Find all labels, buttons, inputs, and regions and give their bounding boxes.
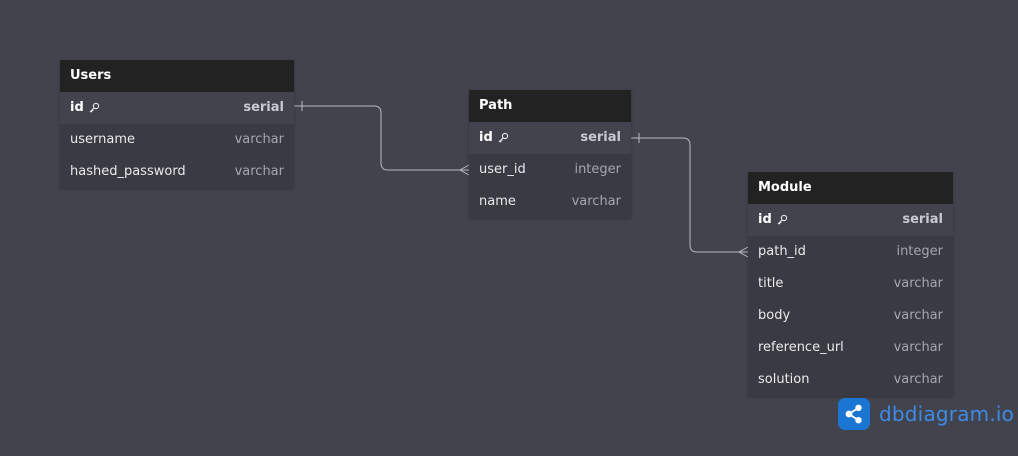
- column-type: varchar: [893, 372, 943, 387]
- column-name: path_id: [758, 244, 806, 259]
- table-row[interactable]: title varchar: [748, 268, 953, 300]
- column-name: hashed_password: [70, 164, 186, 179]
- table-row[interactable]: username varchar: [60, 124, 294, 156]
- table-users[interactable]: Users id serial username varchar hashed_…: [60, 60, 294, 188]
- column-type: serial: [580, 130, 621, 145]
- table-row[interactable]: user_id integer: [469, 154, 631, 186]
- table-header[interactable]: Path: [469, 90, 631, 122]
- column-type: integer: [896, 244, 943, 259]
- many-marker: [737, 246, 749, 258]
- column-name: solution: [758, 372, 810, 387]
- many-marker: [458, 164, 470, 176]
- column-type: varchar: [234, 164, 284, 179]
- table-row[interactable]: id serial: [60, 92, 294, 124]
- table-row[interactable]: id serial: [469, 122, 631, 154]
- column-name: id: [479, 122, 509, 154]
- table-header[interactable]: Module: [748, 172, 953, 204]
- brand-watermark[interactable]: dbdiagram.io: [838, 398, 1014, 430]
- relationship-users-path: [294, 105, 469, 171]
- key-icon: [498, 132, 508, 143]
- column-type: integer: [574, 162, 621, 177]
- column-type: varchar: [234, 132, 284, 147]
- relationship-path-module: [631, 137, 748, 253]
- column-name: body: [758, 308, 791, 323]
- column-name: reference_url: [758, 340, 844, 355]
- key-icon: [89, 102, 99, 113]
- key-icon: [777, 214, 787, 225]
- column-type: varchar: [893, 340, 943, 355]
- column-type: varchar: [571, 194, 621, 209]
- column-name: id: [758, 204, 788, 236]
- column-type: serial: [902, 212, 943, 227]
- table-row[interactable]: path_id integer: [748, 236, 953, 268]
- brand-name: dbdiagram.io: [879, 402, 1015, 426]
- table-header[interactable]: Users: [60, 60, 294, 92]
- column-name: id: [70, 92, 100, 124]
- column-name: title: [758, 276, 784, 291]
- column-name: name: [479, 194, 516, 209]
- column-name: user_id: [479, 162, 526, 177]
- table-row[interactable]: reference_url varchar: [748, 332, 953, 364]
- column-type: varchar: [893, 308, 943, 323]
- table-row[interactable]: id serial: [748, 204, 953, 236]
- table-row[interactable]: name varchar: [469, 186, 631, 218]
- table-path[interactable]: Path id serial user_id integer name varc…: [469, 90, 631, 218]
- table-row[interactable]: hashed_password varchar: [60, 156, 294, 188]
- column-type: varchar: [893, 276, 943, 291]
- share-nodes-icon: [838, 398, 870, 430]
- table-row[interactable]: body varchar: [748, 300, 953, 332]
- table-row[interactable]: solution varchar: [748, 364, 953, 396]
- column-type: serial: [243, 100, 284, 115]
- column-name: username: [70, 132, 135, 147]
- table-module[interactable]: Module id serial path_id integer title v…: [748, 172, 953, 396]
